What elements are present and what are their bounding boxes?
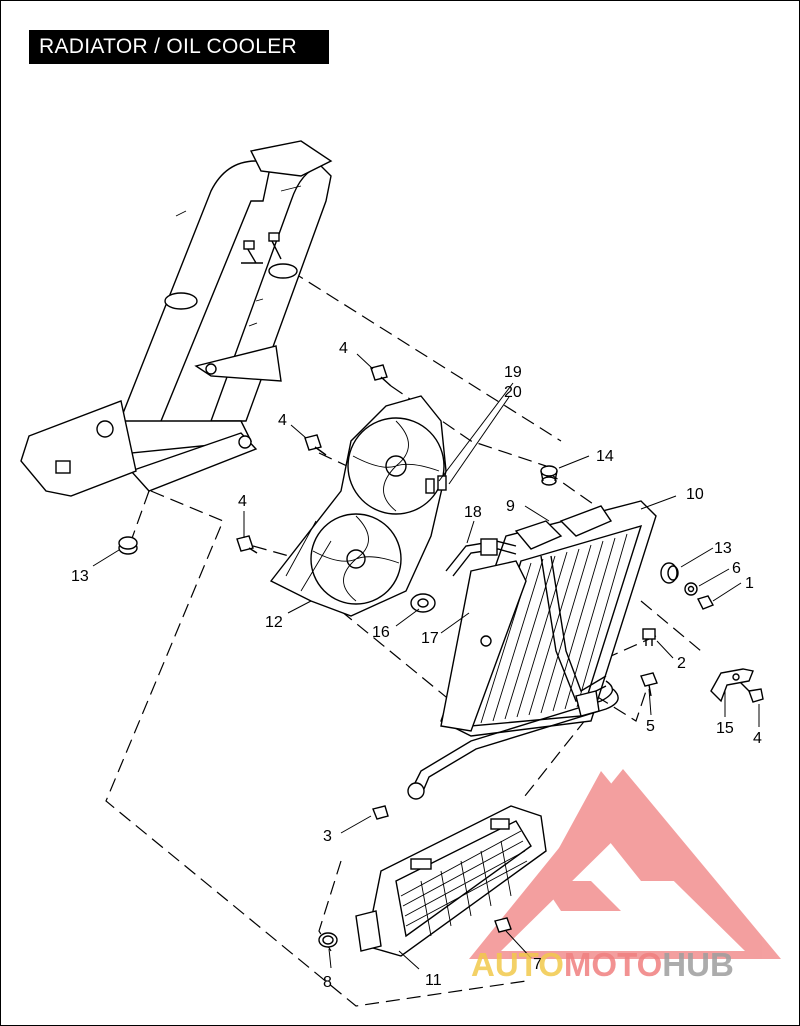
watermark-logo-icon — [469, 769, 781, 959]
motorcycle-frame — [20, 140, 333, 497]
callout-4-right: 4 — [753, 730, 762, 747]
callout-18: 18 — [464, 504, 482, 521]
callout-7: 7 — [533, 956, 542, 973]
callout-6: 6 — [732, 560, 741, 577]
callout-16: 16 — [372, 624, 390, 641]
callout-15: 15 — [716, 720, 734, 737]
oil-cooler — [355, 805, 547, 957]
radiator — [440, 500, 657, 737]
sensor-2 — [642, 628, 656, 646]
washer-6 — [684, 582, 698, 596]
callout-leaders — [92, 353, 760, 970]
watermark-monogram-icon — [541, 771, 691, 911]
grommet-13-right — [660, 562, 679, 584]
nut-7 — [494, 917, 512, 933]
callout-4-top: 4 — [339, 340, 348, 357]
callout-20: 20 — [504, 384, 522, 401]
watermark-moto: MOTO — [564, 946, 662, 983]
callout-10: 10 — [686, 486, 704, 503]
callout-13-left: 13 — [71, 568, 89, 585]
bolt-5 — [640, 672, 658, 697]
screw-4-right — [738, 680, 764, 703]
callout-11: 11 — [425, 972, 442, 989]
callout-8: 8 — [323, 974, 332, 991]
page-title: RADIATOR / OIL COOLER — [29, 30, 329, 64]
callout-14: 14 — [596, 448, 614, 465]
nut-1 — [697, 595, 714, 610]
callout-13-right: 13 — [714, 540, 732, 557]
watermark-hub: HUB — [662, 946, 734, 983]
callout-9: 9 — [506, 498, 515, 515]
grommet-16 — [410, 593, 436, 613]
grommet-13-left — [118, 536, 138, 555]
callout-4-middle: 4 — [278, 412, 287, 429]
spacer-14 — [540, 465, 558, 486]
assembly-guide-lines — [105, 270, 702, 1007]
callout-2: 2 — [677, 655, 686, 672]
callout-3: 3 — [323, 828, 332, 845]
callout-12: 12 — [265, 614, 283, 631]
callout-19: 19 — [504, 364, 522, 381]
oil-line — [407, 680, 619, 800]
callout-17: 17 — [421, 630, 439, 647]
watermark-brand: AUTOMOTOHUB — [471, 946, 734, 983]
screw-3 — [372, 805, 389, 820]
callout-4-left: 4 — [238, 493, 247, 510]
watermark-auto: AUTO — [471, 946, 564, 983]
hose-18 — [445, 538, 517, 577]
callout-labels: 4 4 4 4 19 20 14 9 10 18 13 6 1 13 12 16… — [71, 340, 762, 991]
screw-4-left — [236, 535, 258, 554]
screw-4-top — [370, 364, 392, 387]
screw-4-middle — [304, 434, 327, 456]
o-ring-8 — [318, 932, 338, 948]
svg-text:AUTOMOTOHUB: AUTOMOTOHUB — [471, 946, 734, 983]
callout-5: 5 — [646, 718, 655, 735]
bracket-15 — [710, 668, 754, 703]
callout-1: 1 — [745, 575, 754, 592]
fan-shroud-assembly — [269, 395, 447, 617]
